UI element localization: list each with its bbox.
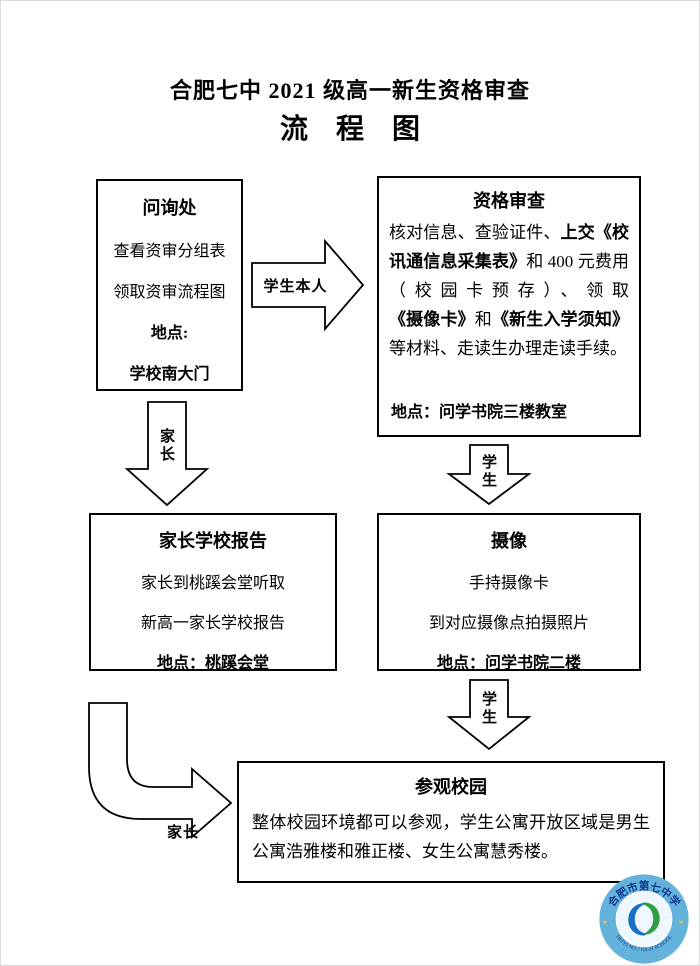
- block-arrow-down-bottom-icon: [446, 679, 532, 751]
- box-parent-line1: 家长到桃蹊会堂听取: [140, 575, 285, 592]
- box-qualification-review: 资格审查 核对信息、查验证件、上交《校讯通信息采集表》和 400 元费用（校园卡…: [377, 176, 641, 437]
- box-inquiry-title: 问询处: [142, 198, 197, 218]
- box-inquiry-office: 问询处 查看资审分组表 领取资审流程图 地点: 学校南大门: [96, 179, 243, 391]
- block-arrow-curved-icon: [88, 702, 233, 839]
- page-title: 合肥七中 2021 级高一新生资格审查: [169, 78, 530, 103]
- page-subtitle: 流 程 图: [279, 114, 420, 145]
- logo-swirl-blue: [628, 903, 647, 936]
- box-camera-line2: 到对应摄像点拍摄照片: [428, 615, 589, 632]
- logo-star-right-icon: ★: [678, 918, 685, 927]
- box-review-paragraph: 核对信息、查验证件、上交《校讯通信息采集表》和 400 元费用（校园卡预存）、领…: [389, 223, 630, 358]
- school-logo-icon: 合肥市第七中学 HEFEI NO.7 HIGH SCHOOL ★ ★: [599, 874, 689, 964]
- logo-swirl-green: [641, 902, 660, 935]
- box-parent-location: 地点：桃蹊会堂: [156, 655, 269, 672]
- box-parent-school-report: 家长学校报告 家长到桃蹊会堂听取 新高一家长学校报告 地点：桃蹊会堂: [89, 513, 337, 672]
- box-camera-line1: 手持摄像卡: [468, 575, 549, 592]
- box-camera-title: 摄像: [491, 531, 527, 551]
- box-inquiry-location-label: 地点:: [150, 325, 189, 342]
- block-arrow-right-icon: [251, 238, 365, 332]
- box-review-location: 地点：问学书院三楼教室: [391, 404, 568, 421]
- box-inquiry-line2: 领取资审流程图: [113, 284, 226, 301]
- arrow-label-student-self: 学生本人: [263, 279, 328, 295]
- block-arrow-down-right-icon: [446, 444, 532, 506]
- logo-inner-circle: [615, 890, 673, 948]
- box-inquiry-line1: 查看资审分组表: [113, 243, 226, 260]
- arrow-label-parent-1: 家长: [158, 428, 174, 464]
- box-parent-title: 家长学校报告: [159, 531, 267, 551]
- box-tour-title: 参观校园: [415, 777, 487, 797]
- block-arrow-down-left-icon: [124, 401, 210, 507]
- box-review-title: 资格审查: [473, 191, 545, 211]
- arrow-label-parent-2: 家长: [166, 825, 199, 841]
- arrow-label-student-1: 学生: [480, 454, 496, 490]
- box-photo-taking: 摄像 手持摄像卡 到对应摄像点拍摄照片 地点：问学书院二楼: [377, 513, 641, 672]
- arrow-label-student-2: 学生: [480, 691, 496, 727]
- box-inquiry-location-value: 学校南大门: [129, 366, 210, 383]
- logo-star-left-icon: ★: [602, 918, 609, 927]
- box-parent-line2: 新高一家长学校报告: [140, 615, 285, 632]
- box-campus-tour: 参观校园 整体校园环境都可以参观，学生公寓开放区域是男生公寓浩雅楼和雅正楼、女生…: [237, 761, 665, 883]
- box-tour-paragraph: 整体校园环境都可以参观，学生公寓开放区域是男生公寓浩雅楼和雅正楼、女生公寓慧秀楼…: [252, 813, 650, 861]
- box-camera-location: 地点：问学书院二楼: [436, 655, 581, 672]
